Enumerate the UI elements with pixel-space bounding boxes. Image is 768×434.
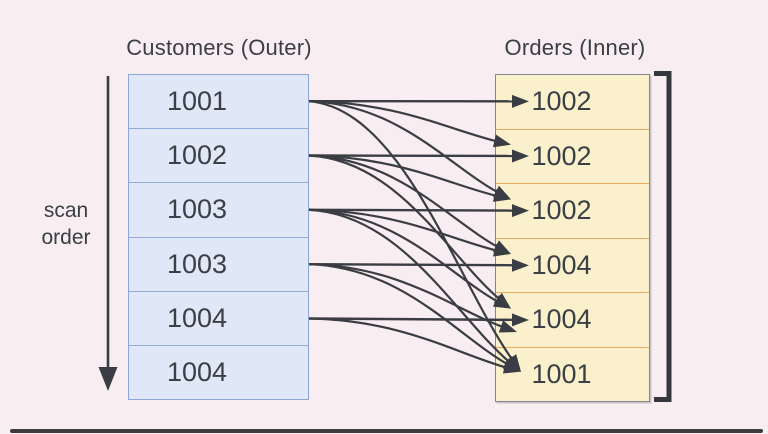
order-row-value: 1004 [531, 304, 592, 335]
order-row-value: 1002 [531, 195, 592, 226]
customer-row: 1004 [129, 346, 308, 399]
customer-row-value: 1001 [166, 86, 228, 117]
scan-order-label: scan order [28, 197, 104, 251]
join-arrow-curve [308, 100, 502, 144]
order-row: 1001 [496, 348, 649, 402]
customer-row-value: 1002 [166, 140, 228, 171]
customer-row-value: 1003 [166, 194, 228, 225]
orders-inner-table: 1002 1002 1002 1004 1004 1001 [495, 74, 650, 402]
customer-row: 1003 [129, 183, 308, 238]
join-arrow-curve [308, 208, 514, 367]
order-row-value: 1001 [531, 358, 592, 389]
scan-order-label-line1: scan [43, 199, 89, 222]
customers-outer-table: 1001 1002 1003 1003 1004 1004 [128, 74, 309, 400]
customer-row: 1002 [129, 129, 308, 184]
join-arrow-curve [308, 263, 513, 368]
inner-table-bracket [654, 71, 672, 402]
customer-row-value: 1004 [166, 302, 228, 333]
join-arrow-curve [308, 208, 503, 306]
join-arrow-line [308, 262, 517, 267]
outer-table-title: Customers (Outer) [126, 35, 312, 60]
order-row-value: 1004 [531, 249, 592, 280]
scan-order-label-line2: order [41, 226, 91, 249]
order-row: 1002 [496, 75, 649, 130]
bottom-progress-bar[interactable] [10, 429, 763, 433]
join-arrow-curve [308, 317, 512, 371]
customer-row: 1004 [129, 292, 308, 346]
order-row: 1004 [496, 293, 649, 348]
order-row-value: 1002 [531, 140, 592, 171]
scan-order-arrowhead [98, 367, 118, 391]
order-row: 1002 [496, 130, 649, 184]
customer-row: 1003 [129, 238, 308, 292]
join-arrow-curve [308, 208, 502, 253]
join-arrow-curve [308, 154, 504, 304]
order-row: 1004 [496, 239, 649, 293]
join-arrow-line [308, 317, 517, 322]
order-row-value: 1002 [531, 86, 592, 117]
join-arrow-curve [308, 100, 516, 365]
join-arrow-line [308, 208, 517, 212]
join-arrow-curve [308, 100, 503, 196]
inner-table-title: Orders (Inner) [504, 35, 646, 60]
join-arrow-curve [308, 154, 502, 199]
customer-row-value: 1003 [166, 248, 228, 279]
join-arrow-curve [308, 154, 503, 251]
order-row: 1002 [496, 184, 649, 239]
join-arrow-curve [308, 263, 508, 330]
customer-row-value: 1004 [166, 356, 228, 387]
customer-row: 1001 [129, 75, 308, 130]
